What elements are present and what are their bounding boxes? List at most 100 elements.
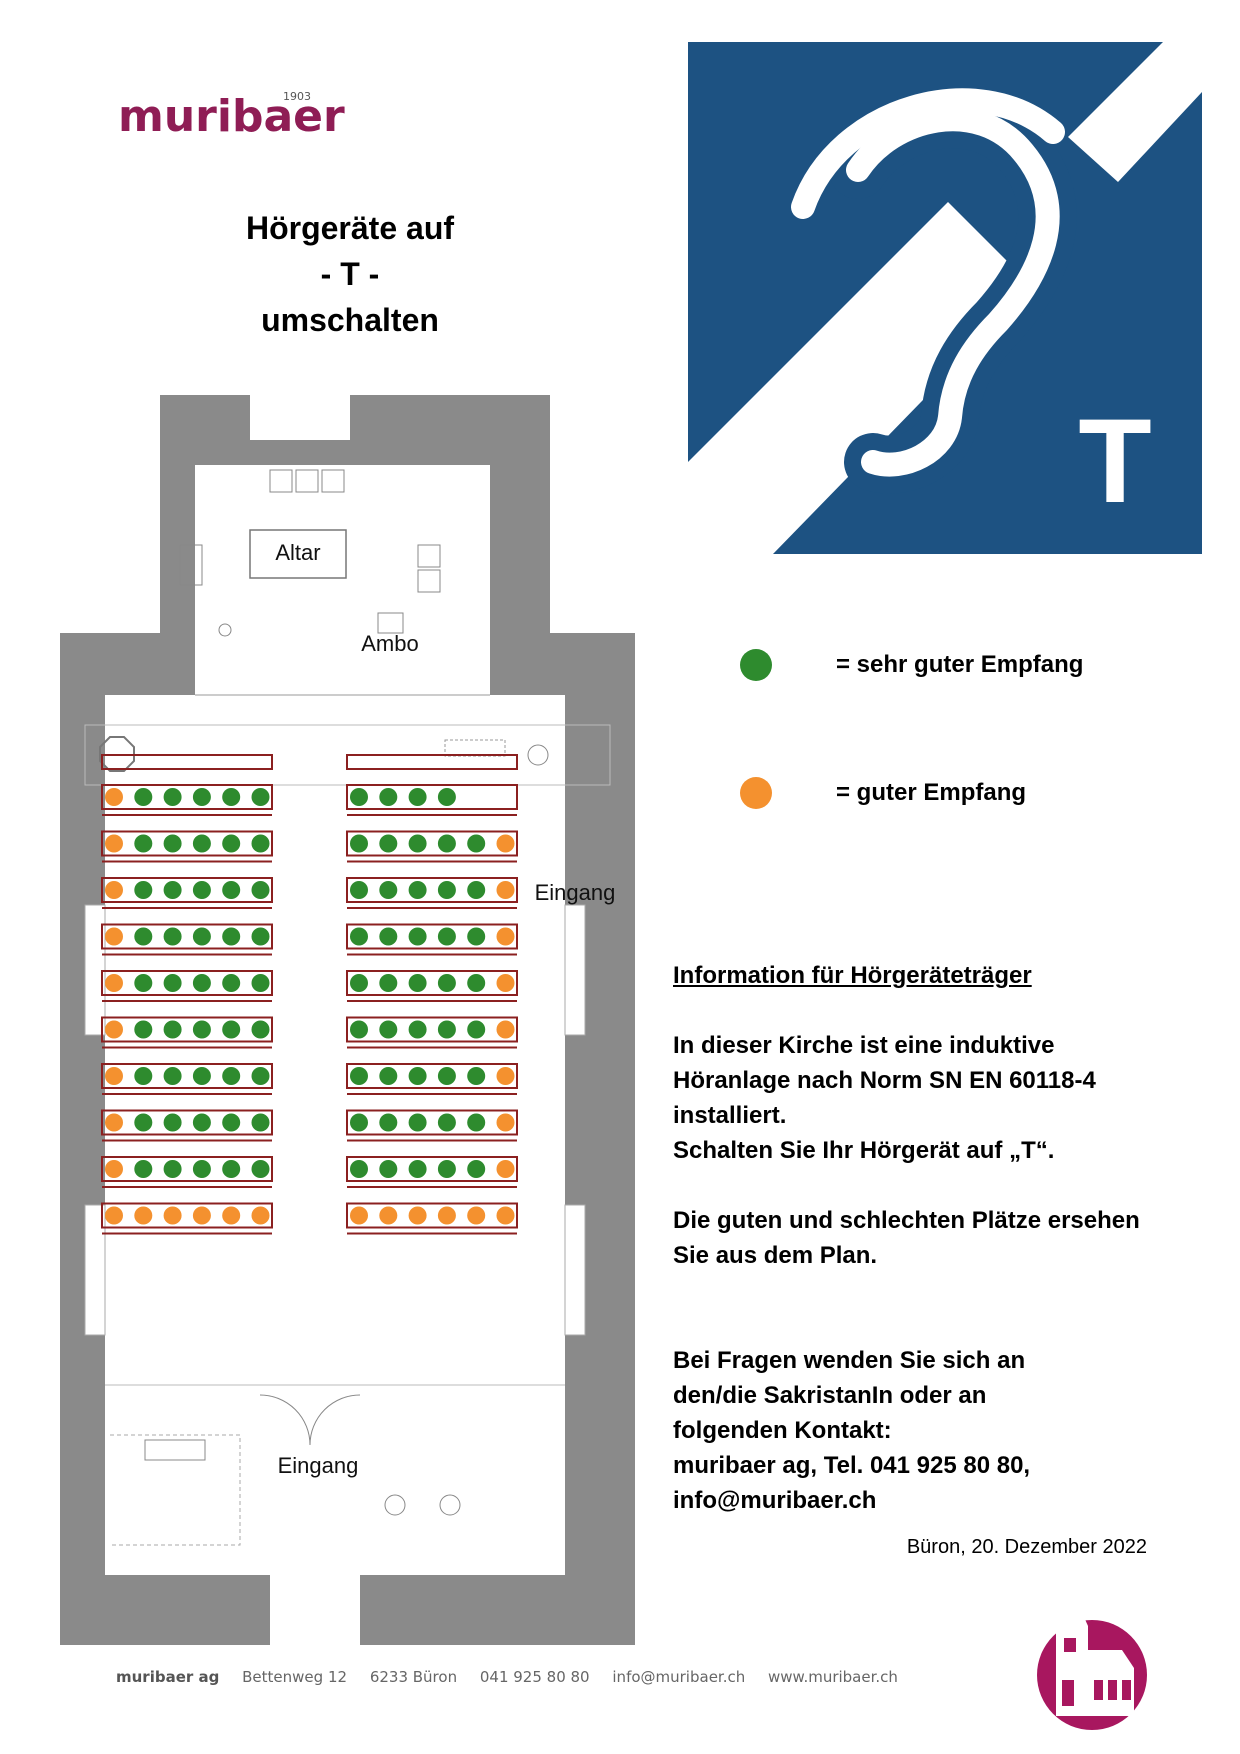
footer-city: 6233 Büron (369, 1668, 458, 1686)
seat-good (105, 1206, 123, 1225)
headline-line-2: - T - (320, 256, 380, 292)
page-footer: muribaer ag Bettenweg 12 6233 Büron 041 … (116, 1668, 898, 1692)
seat-very-good (467, 834, 486, 853)
headline-line-3: umschalten (261, 302, 439, 338)
seat-very-good (192, 974, 211, 992)
seat-good (496, 834, 515, 853)
label-altar: Altar (275, 540, 320, 565)
seat-very-good (350, 834, 368, 853)
seat-very-good (251, 1067, 270, 1085)
label-ambo: Ambo (361, 631, 418, 656)
seat-very-good (437, 974, 456, 992)
document-date: Büron, 20. Dezember 2022 (906, 1536, 1147, 1558)
seat-very-good (163, 1067, 182, 1085)
church-floor-plan: Altar Ambo Eingang Eingang (60, 395, 635, 1645)
seat-very-good (379, 1020, 398, 1039)
footer-street: Bettenweg 12 (242, 1668, 348, 1686)
legend-good-label: = guter Empfang (836, 779, 1027, 806)
seat-good (496, 1020, 515, 1039)
seat-very-good (379, 834, 398, 853)
info-p3-line: info@muribaer.ch (673, 1487, 877, 1514)
seat-very-good (163, 1020, 182, 1039)
info-p2-line: Sie aus dem Plan. (673, 1242, 878, 1269)
pew-front (101, 754, 273, 770)
sign-slash-upper (1068, 42, 1202, 182)
info-block: Information für Hörgeräteträger In diese… (673, 958, 1193, 1553)
seat-very-good (350, 1067, 368, 1085)
seat-very-good (467, 1113, 486, 1132)
seat-very-good (437, 1020, 456, 1039)
seat-good (105, 834, 123, 853)
seat-very-good (467, 1020, 486, 1039)
seat-very-good (408, 927, 427, 946)
info-paragraph-3: Bei Fragen wenden Sie sich an den/die Sa… (673, 1343, 1193, 1518)
seat-very-good (408, 881, 427, 899)
seat-good (105, 788, 123, 806)
info-p1-line: In dieser Kirche ist eine induktive (673, 1032, 1055, 1059)
pew (101, 1016, 273, 1043)
footer-web: www.muribaer.ch (768, 1668, 898, 1686)
seat-very-good (192, 1067, 211, 1085)
pew (346, 877, 518, 903)
info-p1-line: Höranlage nach Norm SN EN 60118-4 (673, 1067, 1096, 1094)
seat-good (496, 1206, 515, 1225)
seat-very-good (134, 927, 153, 946)
seat-very-good (408, 788, 427, 806)
seat-very-good (251, 1160, 270, 1178)
pew (346, 1016, 518, 1043)
seat-good (105, 1067, 123, 1085)
seat-very-good (467, 1160, 486, 1178)
seat-very-good (163, 788, 182, 806)
legend-very-good: = sehr guter Empfang (740, 645, 1160, 685)
sign-letter: T (1078, 394, 1151, 528)
church-icon (1037, 1590, 1147, 1730)
seat-very-good (379, 1160, 398, 1178)
seat-very-good (163, 834, 182, 853)
seat-very-good (408, 834, 427, 853)
seat-very-good (192, 1160, 211, 1178)
info-title: Information für Hörgeräteträger (673, 962, 1032, 989)
seat-good (163, 1206, 182, 1225)
pew (346, 1063, 518, 1089)
seat-very-good (251, 881, 270, 899)
ear-outer-icon (791, 88, 1065, 219)
seat-good (408, 1206, 427, 1225)
seat-very-good (408, 1067, 427, 1085)
pew (101, 923, 273, 950)
seat-very-good (134, 788, 153, 806)
seat-good (105, 1113, 123, 1132)
seat-very-good (251, 1020, 270, 1039)
seat-very-good (163, 927, 182, 946)
footer-phone: 041 925 80 80 (479, 1668, 590, 1686)
seat-very-good (134, 1020, 153, 1039)
pew (101, 1156, 273, 1182)
headline-line-1: Hörgeräte auf (245, 210, 455, 246)
seat-very-good (379, 1067, 398, 1085)
info-p2-line: Die guten und schlechten Plätze ersehen (673, 1207, 1140, 1234)
altar-table (249, 529, 347, 579)
seat-good (496, 1067, 515, 1085)
seat-very-good (251, 927, 270, 946)
label-entrance-main: Eingang (278, 1453, 359, 1478)
pew (346, 1109, 518, 1136)
pew-front (346, 754, 518, 770)
seat-very-good (222, 881, 241, 899)
seat-very-good (251, 834, 270, 853)
seat-very-good (222, 1160, 241, 1178)
seat-good (496, 1160, 515, 1178)
sign-slash-lower (688, 202, 1033, 554)
seat-very-good (437, 1067, 456, 1085)
seat-good (496, 1113, 515, 1132)
seat-very-good (134, 1113, 153, 1132)
seat-very-good (222, 1020, 241, 1039)
legend-good-dot (740, 777, 772, 809)
seat-very-good (437, 1113, 456, 1132)
pew (101, 970, 273, 996)
seat-very-good (467, 881, 486, 899)
seat-very-good (350, 927, 368, 946)
seat-very-good (408, 1020, 427, 1039)
seat-very-good (222, 1113, 241, 1132)
legend-very-good-label: = sehr guter Empfang (836, 651, 1084, 678)
seat-very-good (222, 927, 241, 946)
seat-very-good (350, 788, 368, 806)
